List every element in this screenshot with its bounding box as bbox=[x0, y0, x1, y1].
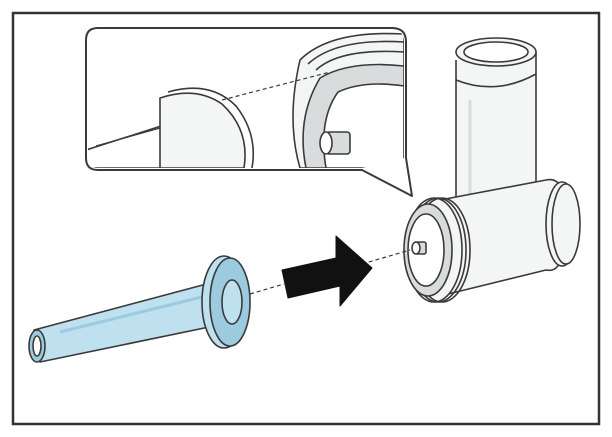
alignment-line-left bbox=[249, 283, 285, 295]
inset-flange-edge bbox=[167, 87, 255, 168]
nozzle-icon bbox=[28, 255, 251, 363]
nozzle-flange-hub bbox=[221, 279, 243, 325]
barrel-end-cap bbox=[551, 183, 581, 265]
inset-thread-1 bbox=[307, 40, 404, 65]
magnifier-callout-icon bbox=[85, 27, 413, 197]
feed-tube-opening bbox=[463, 41, 529, 63]
alignment-line-right bbox=[361, 249, 411, 265]
inset-nozzle-line bbox=[95, 127, 161, 147]
inset-alignment-line bbox=[221, 71, 331, 101]
inset-nozzle-flange bbox=[159, 92, 246, 168]
inset-housing-inner bbox=[322, 83, 404, 168]
arrow-right-icon bbox=[281, 235, 373, 307]
inset-nozzle-stem bbox=[88, 118, 181, 168]
grinder-housing-icon bbox=[403, 37, 581, 303]
inset-thread-2 bbox=[315, 50, 404, 71]
nozzle-highlight bbox=[59, 294, 207, 334]
inset-pin-end bbox=[319, 131, 333, 155]
shaft-pin-end bbox=[411, 241, 421, 255]
feed-tube-band bbox=[455, 73, 537, 88]
nozzle-tip-hole bbox=[32, 335, 42, 357]
